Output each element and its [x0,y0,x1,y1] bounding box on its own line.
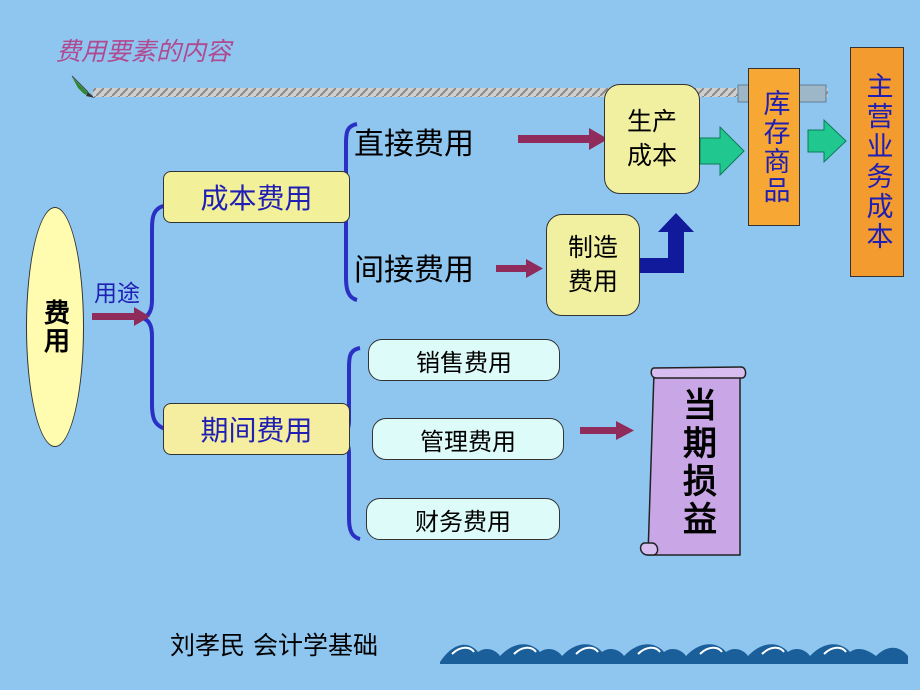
usage-label: 用途 [94,281,140,307]
inventory-goods-box: 库存商品 [748,68,800,226]
arrow-direct-to-production [518,128,608,150]
manufacturing-overhead-text: 制造费用 [567,233,618,296]
financial-expense-box: 财务费用 [366,498,560,540]
wave-decoration [440,644,908,664]
bent-arrow-overhead-to-production [640,213,694,273]
arrow-admin-to-pnl [580,421,634,440]
footer-credit: 刘孝民 会计学基础 [170,631,378,660]
page-title: 费用要素的内容 [56,37,232,66]
arrow-usage [92,307,150,326]
indirect-expense-label: 间接费用 [354,253,474,288]
period-expense-box: 期间费用 [163,403,350,455]
admin-expense-box: 管理费用 [372,418,564,460]
green-arrow-inventory-to-main-cost [807,118,847,164]
manufacturing-overhead-box: 制造费用 [546,214,640,316]
green-arrow-production-to-inventory [699,125,745,177]
main-business-cost-box: 主营业务成本 [850,47,904,277]
pencil-icon [71,75,95,98]
current-pnl-text: 当期损益 [676,387,717,539]
production-cost-text: 生产成本 [626,107,677,170]
production-cost-box: 生产成本 [604,84,700,194]
title-underline-rope [93,88,828,97]
expense-ellipse: 费用 [26,207,84,447]
selling-expense-box: 销售费用 [368,339,560,381]
arrow-indirect-to-overhead [496,259,543,278]
cost-expense-box: 成本费用 [163,171,350,223]
direct-expense-label: 直接费用 [354,127,474,162]
pnl-scroll [639,366,747,556]
